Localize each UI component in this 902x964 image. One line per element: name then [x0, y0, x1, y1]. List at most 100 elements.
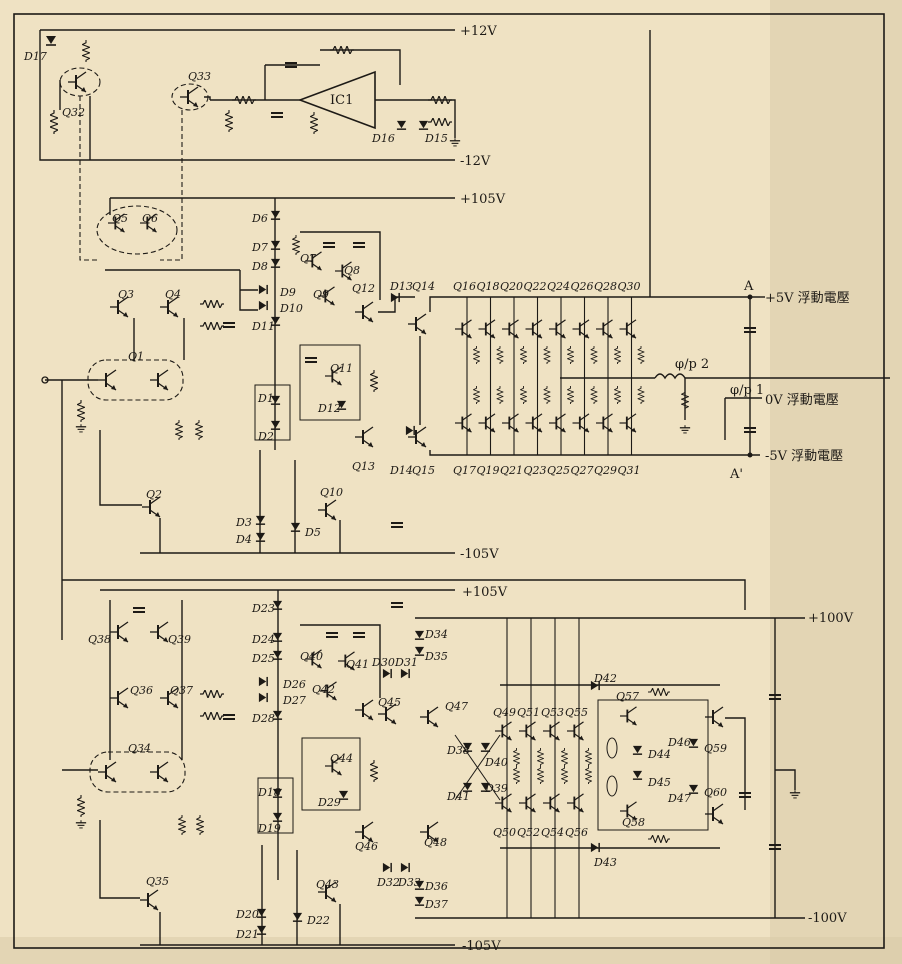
- label-q4: Q4: [165, 288, 181, 301]
- label-q43: Q43: [316, 878, 339, 891]
- label-d14: D14: [389, 464, 413, 477]
- label-d19: D19: [257, 822, 281, 835]
- label-q57: Q57: [616, 690, 639, 703]
- top-output-ladder: Q16Q17Q18Q19Q20Q21Q22Q23Q24Q25Q26Q27Q28Q…: [453, 280, 645, 477]
- label-d16: D16: [371, 132, 395, 145]
- label-q47: Q47: [445, 700, 468, 713]
- output-transistor-label: Q25: [547, 464, 570, 477]
- label-q3: Q3: [118, 288, 134, 301]
- label-q5: Q5: [112, 212, 128, 225]
- cross-coupled-diodes: [454, 734, 501, 801]
- q1-dual: [41, 359, 203, 640]
- rail-plus12: +12V: [460, 24, 497, 39]
- label-q59: Q59: [704, 742, 727, 755]
- label-d46: D46: [667, 736, 691, 749]
- label-d1: D1: [257, 392, 274, 405]
- label-phi2: φ/p 2: [675, 357, 709, 372]
- label-q13: Q13: [352, 460, 375, 473]
- label-q33: Q33: [188, 70, 211, 83]
- node-a: A: [743, 279, 754, 294]
- label-d39: D39: [484, 782, 508, 795]
- output-transistor-label: Q17: [453, 464, 476, 477]
- label-d23: D23: [251, 602, 275, 615]
- rail-minus105-top: -105V: [460, 547, 499, 562]
- top-driver: [239, 198, 415, 450]
- output-transistor-lower: [502, 412, 520, 434]
- output-transistor-upper: [543, 720, 561, 742]
- output-transistor-label: Q22: [524, 280, 547, 293]
- label-d11: D11: [251, 320, 275, 333]
- label-d7: D7: [251, 241, 268, 254]
- label-q12: Q12: [352, 282, 375, 295]
- label-q46: Q46: [355, 840, 378, 853]
- output-transistor-label: Q50: [493, 826, 516, 839]
- label-d25: D25: [251, 652, 275, 665]
- label-d33: D33: [397, 876, 421, 889]
- label-d24: D24: [251, 633, 275, 646]
- top-supply-rails: [39, 29, 455, 554]
- label-q34: Q34: [128, 742, 151, 755]
- output-transistor-upper: [549, 318, 567, 340]
- q2-block: [99, 430, 161, 553]
- label-d15: D15: [424, 132, 448, 145]
- label-q35: Q35: [146, 875, 169, 888]
- output-transistor-upper: [572, 318, 590, 340]
- figure-frame: [13, 13, 885, 949]
- label-q8: Q8: [344, 264, 360, 277]
- output-transistor-lower: [549, 412, 567, 434]
- output-transistor-label: Q19: [477, 464, 500, 477]
- label-q32: Q32: [62, 106, 85, 119]
- protection-circuit: [500, 618, 801, 918]
- output-transistor-label: Q16: [453, 280, 476, 293]
- label-q2: Q2: [146, 488, 162, 501]
- output-transistor-upper: [478, 318, 496, 340]
- label-d31: D31: [394, 656, 418, 669]
- label-d30: D30: [371, 656, 395, 669]
- label-d43: D43: [593, 856, 617, 869]
- label-q15: Q15: [412, 464, 435, 477]
- label-d45: D45: [647, 776, 671, 789]
- rail-plus105-top: +105V: [460, 192, 506, 207]
- bottom-input-stage: [62, 600, 236, 945]
- label-d38: D38: [446, 744, 470, 757]
- rail-plus105-bottom: +105V: [462, 585, 508, 600]
- output-transistor-upper: [619, 318, 637, 340]
- output-transistor-label: Q56: [565, 826, 588, 839]
- label-d37: D37: [424, 898, 448, 911]
- label-d29: D29: [317, 796, 341, 809]
- label-d42: D42: [593, 672, 617, 685]
- label-d5: D5: [304, 526, 321, 539]
- ic1-opamp: [210, 46, 461, 147]
- output-transistor-lower: [619, 412, 637, 434]
- label-d18: D18: [257, 786, 281, 799]
- label-q48: Q48: [424, 836, 447, 849]
- label-q36: Q36: [130, 684, 153, 697]
- output-transistor-label: Q24: [547, 280, 570, 293]
- q5-q6-block: [96, 197, 260, 255]
- label-q10: Q10: [320, 486, 343, 499]
- label-d47: D47: [667, 792, 691, 805]
- label-q41: Q41: [346, 658, 369, 671]
- output-transistor-label: Q20: [500, 280, 523, 293]
- label-d41: D41: [446, 790, 470, 803]
- label-zero-float: 0V 浮動電壓: [765, 393, 839, 408]
- label-q40: Q40: [300, 650, 323, 663]
- label-d3: D3: [235, 516, 252, 529]
- output-transistor-lower: [543, 792, 561, 814]
- label-d28: D28: [251, 712, 275, 725]
- label-d35: D35: [424, 650, 448, 663]
- label-d44: D44: [647, 748, 671, 761]
- label-d8: D8: [251, 260, 268, 273]
- output-transistor-lower: [455, 412, 473, 434]
- output-transistor-lower: [519, 792, 537, 814]
- label-d36: D36: [424, 880, 448, 893]
- label-d20: D20: [235, 908, 259, 921]
- output-transistor-lower: [596, 412, 614, 434]
- label-q38: Q38: [88, 633, 111, 646]
- label-d17: D17: [23, 50, 47, 63]
- label-q9: Q9: [313, 288, 329, 301]
- ic1-label: IC1: [330, 93, 353, 108]
- label-q58: Q58: [622, 816, 645, 829]
- output-transistor-label: Q54: [541, 826, 564, 839]
- page-edge-bleed: [770, 0, 902, 964]
